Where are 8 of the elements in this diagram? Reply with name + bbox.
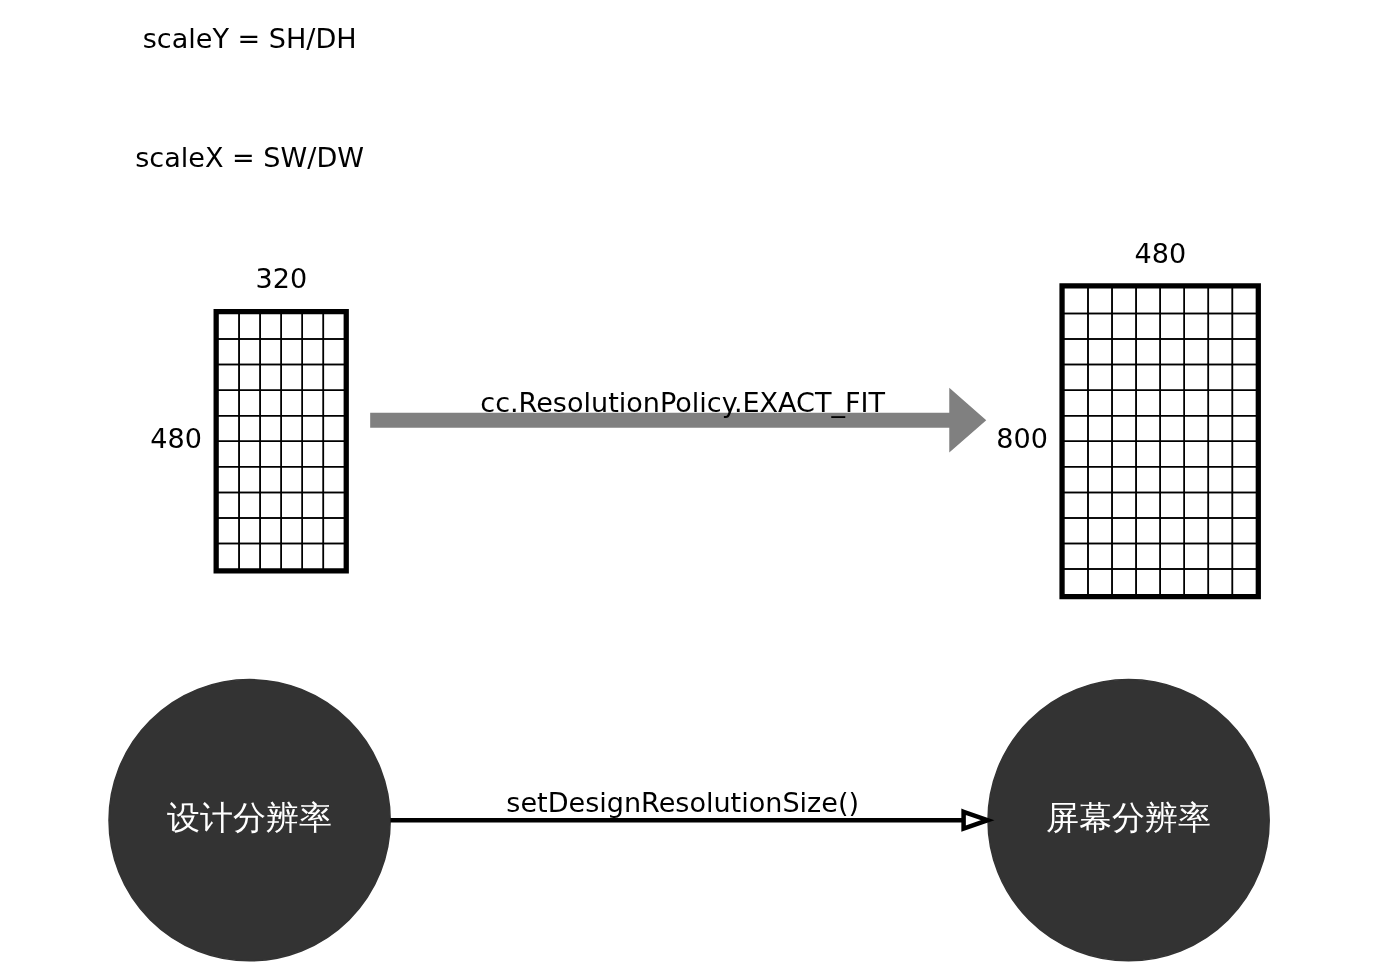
label: scaleX = SW/DW — [135, 141, 364, 173]
edge-label: cc.ResolutionPolicy.EXACT_FIT — [480, 386, 886, 418]
label: scaleY = SH/DH — [142, 22, 357, 54]
node-label: 800 — [996, 422, 1048, 454]
node-label: 480 — [150, 422, 202, 454]
node-label: 480 — [1134, 237, 1187, 269]
edge-label: setDesignResolutionSize() — [506, 786, 860, 818]
node-label: 320 — [255, 263, 308, 295]
